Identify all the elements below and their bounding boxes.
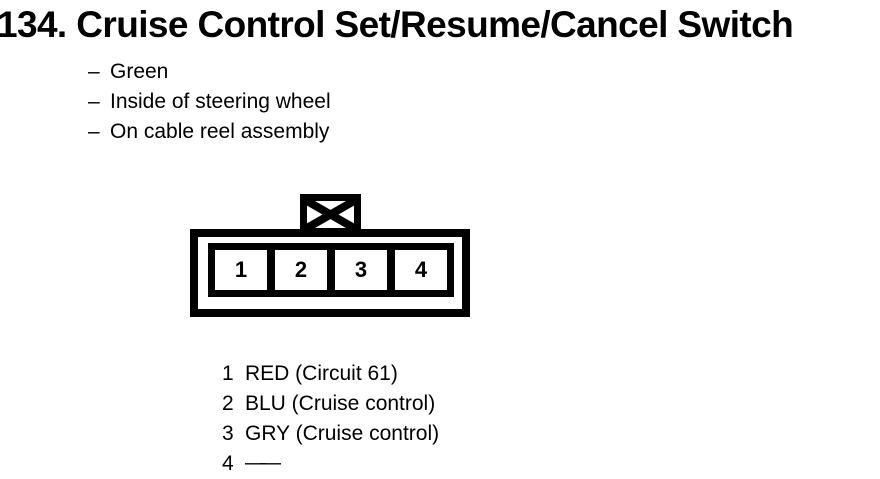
note-text: Green [110, 60, 169, 83]
pin-description: GRY (Cruise control) [245, 422, 440, 445]
note-item: –Inside of steering wheel [88, 87, 331, 117]
pin-number: 4 [222, 452, 234, 475]
pin-legend-row: 1 RED (Circuit 61) [222, 359, 439, 389]
connector-pin-cell-4: 4 [414, 257, 428, 282]
dash-bullet: – [88, 120, 100, 143]
pin-description: RED (Circuit 61) [245, 362, 398, 385]
note-item: –Green [88, 57, 331, 87]
pin-number: 3 [222, 422, 234, 445]
note-text: Inside of steering wheel [110, 90, 331, 113]
notes-list: –Green –Inside of steering wheel –On cab… [88, 57, 331, 147]
pin-legend: 1 RED (Circuit 61) 2 BLU (Cruise control… [222, 359, 439, 479]
connector-pin-cell-2: 2 [275, 250, 335, 290]
pin-legend-row: 2 BLU (Cruise control) [222, 389, 439, 419]
pin-legend-row: 4 —— [222, 449, 439, 479]
page-title: 134. Cruise Control Set/Resume/Cancel Sw… [0, 4, 794, 45]
pin-number: 2 [222, 392, 234, 415]
note-text: On cable reel assembly [110, 120, 330, 143]
dash-bullet: – [88, 90, 100, 113]
connector-pin-cell-3: 3 [335, 250, 395, 290]
pin-number: 1 [222, 362, 234, 385]
pin-description-dash: —— [245, 451, 281, 474]
pin-legend-row: 3 GRY (Cruise control) [222, 419, 439, 449]
connector-housing: 1 2 3 4 [190, 229, 470, 317]
connector-pin-row: 1 2 3 4 [208, 243, 454, 297]
pin-description: BLU (Cruise control) [245, 392, 436, 415]
connector-key-icon [300, 194, 361, 235]
crossed-box-icon [307, 201, 354, 228]
connector-pin-cell-1: 1 [215, 250, 275, 290]
dash-bullet: – [88, 60, 100, 83]
note-item: –On cable reel assembly [88, 117, 331, 147]
